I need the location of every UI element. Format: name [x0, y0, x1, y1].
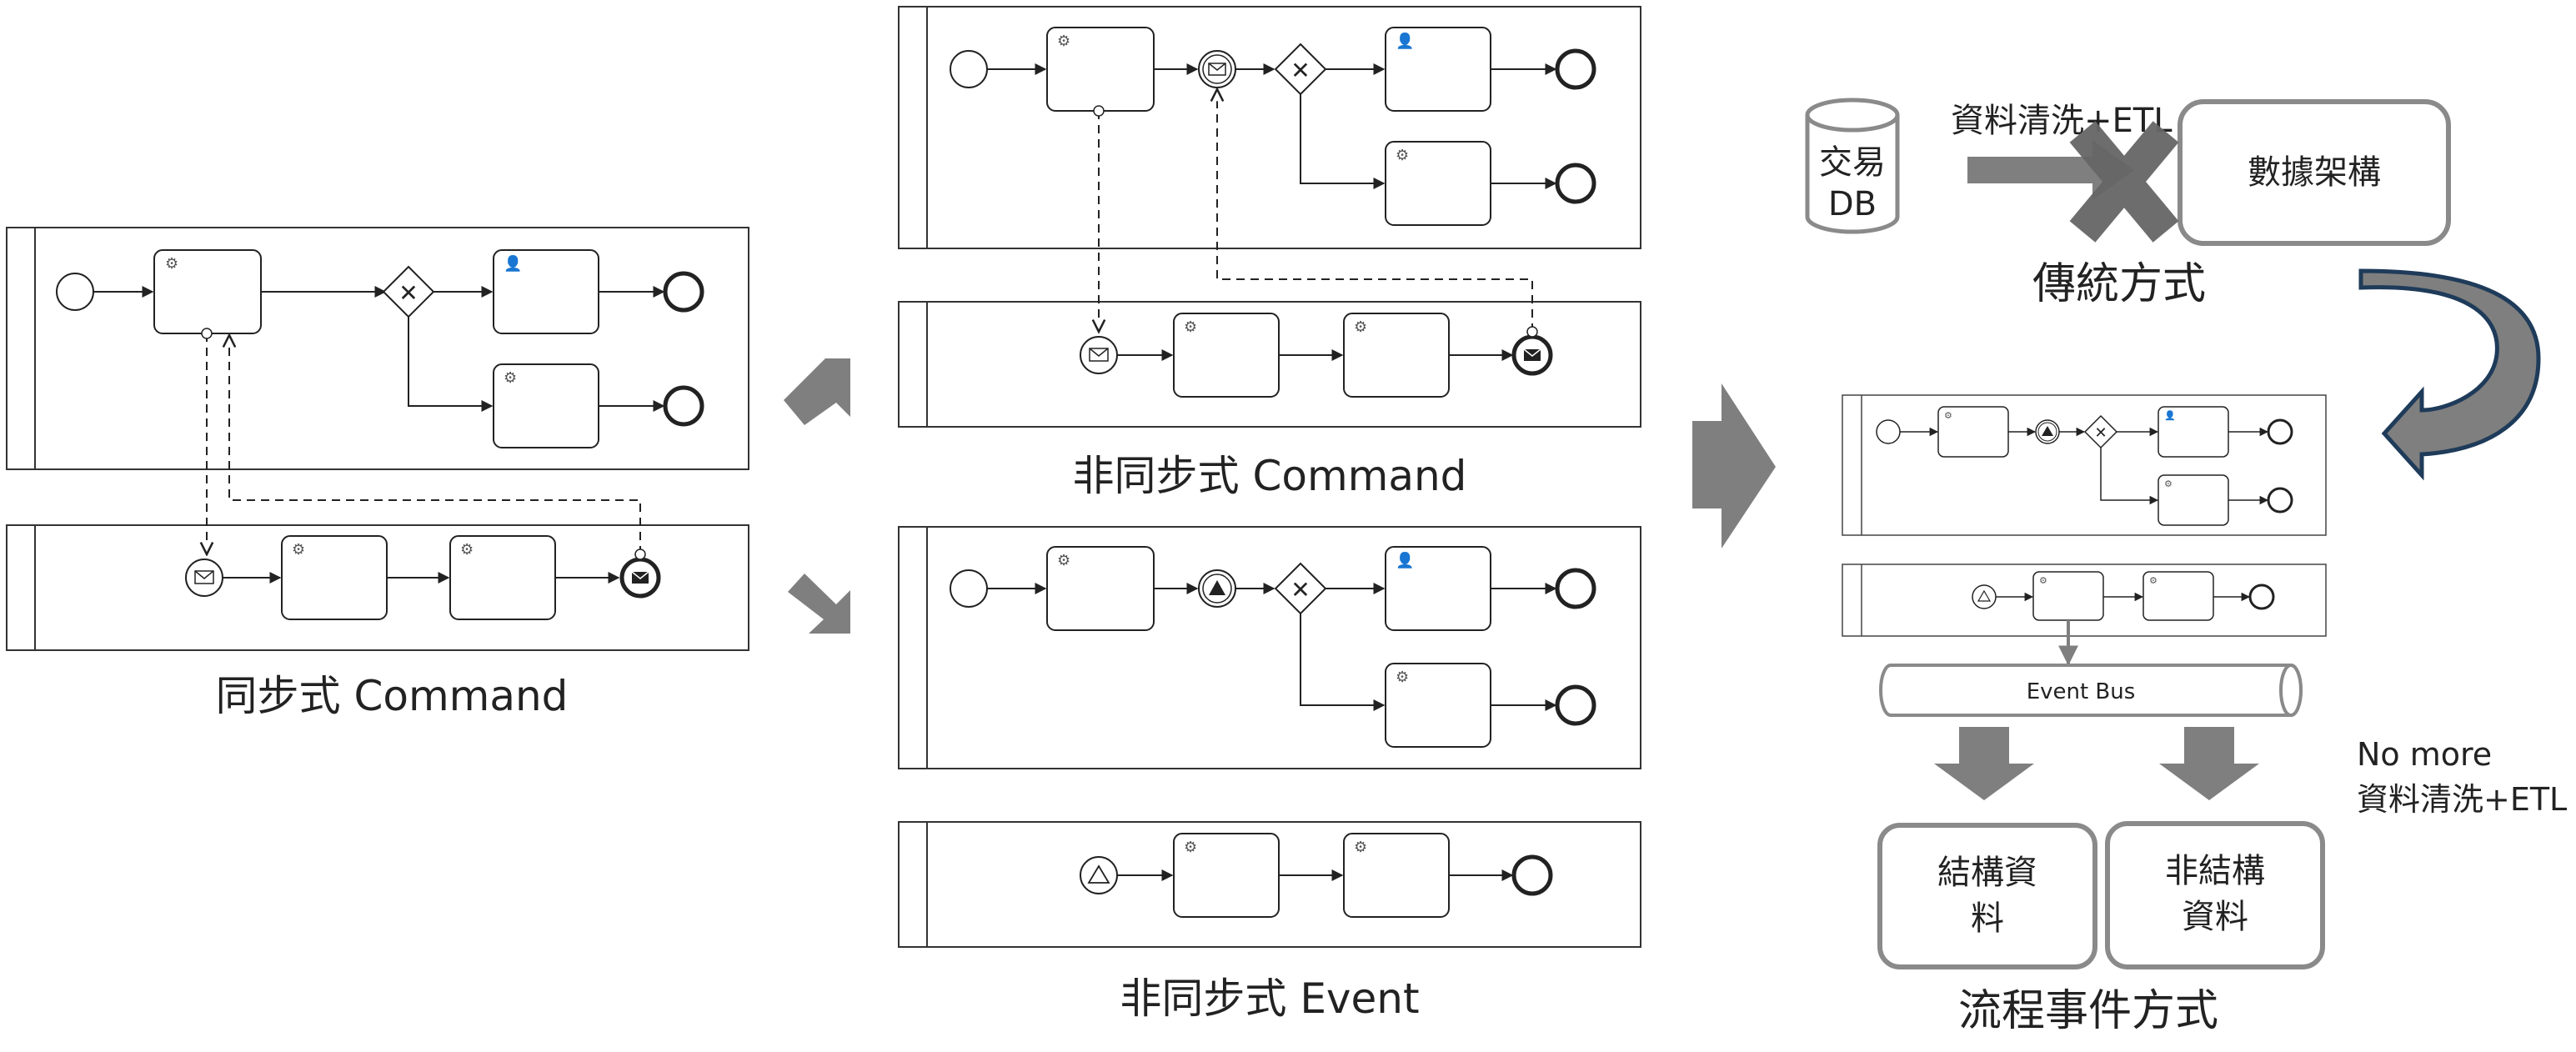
async-event-pool-2: ⚙ ⚙ — [898, 821, 1641, 948]
down-arrow-icon — [1934, 727, 2034, 800]
service-task — [2142, 571, 2214, 621]
gear-icon: ⚙ — [2149, 575, 2158, 586]
down-arrow-icon — [2159, 727, 2259, 800]
event-bus-label: Event Bus — [2027, 679, 2136, 704]
mini-pool-1: ⚙ ✕ 👤 ⚙ — [1842, 394, 2327, 536]
sync-command-section: ⚙ ✕ 👤 ⚙ — [6, 227, 749, 720]
message-end-event-icon — [1511, 334, 1553, 376]
structured-data-label-1: 結構資 — [1937, 854, 2037, 892]
svg-text:✕: ✕ — [1291, 57, 1310, 84]
end-event-icon — [663, 271, 704, 313]
gear-icon: ⚙ — [1354, 318, 1367, 336]
svg-text:✕: ✕ — [398, 279, 418, 307]
user-icon: 👤 — [504, 254, 522, 273]
async-event-pool-1: ⚙ ✕ 👤 ⚙ — [898, 526, 1641, 769]
message-intermediate-event-icon — [1198, 50, 1236, 88]
async-event-section: ⚙ ✕ 👤 ⚙ — [898, 526, 1641, 1023]
gear-icon: ⚙ — [292, 541, 305, 559]
end-event-icon — [663, 385, 704, 427]
start-event-icon — [950, 50, 988, 88]
gear-icon: ⚙ — [165, 255, 178, 273]
user-icon: 👤 — [2164, 410, 2176, 421]
message-end-event-icon — [619, 557, 661, 599]
end-event-icon — [1555, 684, 1596, 726]
signal-start-event-icon — [1972, 584, 1997, 609]
gear-icon: ⚙ — [1057, 33, 1070, 50]
gear-icon: ⚙ — [2039, 575, 2047, 586]
signal-start-event-icon — [1080, 856, 1118, 894]
gear-icon: ⚙ — [504, 369, 517, 387]
big-right-arrow-icon — [1692, 383, 1776, 549]
mini-pool-2: ⚙ ⚙ — [1842, 564, 2327, 637]
svg-text:✕: ✕ — [2094, 424, 2107, 442]
exclusive-gateway-icon: ✕ — [382, 265, 435, 318]
db-label-line2: DB — [1828, 185, 1877, 223]
svg-text:✕: ✕ — [1291, 576, 1310, 604]
start-event-icon — [950, 569, 988, 608]
message-flow — [229, 335, 641, 554]
user-icon: 👤 — [1396, 32, 1414, 50]
cross-icon — [2069, 121, 2179, 243]
unstructured-data-label-1: 非結構 — [2165, 852, 2265, 890]
traditional-section: 交易 DB 資料清洗+ETL 數據架構 傳統方式 — [1805, 98, 2451, 309]
async-command-caption: 非同步式 Command — [1073, 452, 1467, 500]
gear-icon: ⚙ — [460, 541, 474, 559]
event-process-caption: 流程事件方式 — [1958, 986, 2218, 1036]
gear-icon: ⚙ — [1396, 147, 1409, 164]
sync-pool-2: ⚙ ⚙ — [6, 524, 749, 651]
gear-icon: ⚙ — [1354, 839, 1367, 856]
signal-throw-event-icon — [2035, 419, 2060, 444]
db-label-line1: 交易 — [1819, 143, 1886, 182]
gear-icon: ⚙ — [1057, 552, 1070, 569]
start-event-icon — [56, 273, 94, 311]
structured-data-label-2: 料 — [1971, 899, 2004, 938]
event-process-section: ⚙ ✕ 👤 ⚙ — [1842, 394, 2567, 1036]
data-architecture-box — [2178, 99, 2451, 246]
exclusive-gateway-icon: ✕ — [2083, 414, 2118, 449]
exclusive-gateway-icon: ✕ — [1274, 43, 1327, 96]
end-event-icon — [1555, 163, 1596, 204]
gear-icon: ⚙ — [1944, 410, 1952, 421]
gear-icon: ⚙ — [1184, 839, 1197, 856]
end-event-icon — [1511, 854, 1553, 896]
message-start-event-icon — [1080, 336, 1118, 374]
data-architecture-label: 數據架構 — [2248, 153, 2381, 192]
async-event-caption: 非同步式 Event — [1120, 974, 1419, 1023]
no-more-line1: No more — [2357, 736, 2492, 773]
message-start-event-icon — [185, 559, 223, 597]
sync-command-caption: 同步式 Command — [216, 672, 569, 720]
async-command-pool-2: ⚙ ⚙ — [898, 301, 1641, 428]
unstructured-data-label-2: 資料 — [2182, 898, 2248, 936]
event-bus-pipe — [1879, 664, 2303, 717]
gear-icon: ⚙ — [1184, 318, 1197, 336]
gear-icon: ⚙ — [2164, 478, 2173, 489]
async-command-pool-1: ⚙ ✕ 👤 ⚙ — [898, 6, 1641, 249]
start-event-icon — [1876, 419, 1901, 444]
etl-label: 資料清洗+ETL — [1951, 102, 2173, 140]
user-icon: 👤 — [1396, 551, 1414, 569]
structured-data-box — [1877, 823, 2097, 969]
end-event-icon — [1555, 568, 1596, 609]
end-event-icon — [1555, 48, 1596, 90]
database-icon — [1805, 98, 1900, 234]
gear-icon: ⚙ — [1396, 669, 1409, 686]
diagonal-down-arrow — [788, 574, 850, 634]
sync-pool-1: ⚙ ✕ 👤 ⚙ — [6, 227, 749, 470]
no-more-line2: 資料清洗+ETL — [2357, 781, 2567, 818]
signal-throw-event-icon — [1198, 569, 1236, 608]
traditional-caption: 傳統方式 — [2032, 259, 2206, 309]
diagonal-up-arrow — [784, 358, 850, 425]
async-command-section: ⚙ ✕ 👤 ⚙ — [898, 6, 1641, 500]
curved-arrow-icon — [2358, 268, 2541, 481]
end-event-icon — [2267, 418, 2293, 445]
end-event-icon — [2267, 487, 2293, 513]
end-event-icon — [2248, 584, 2275, 610]
unstructured-data-box — [2105, 821, 2325, 969]
